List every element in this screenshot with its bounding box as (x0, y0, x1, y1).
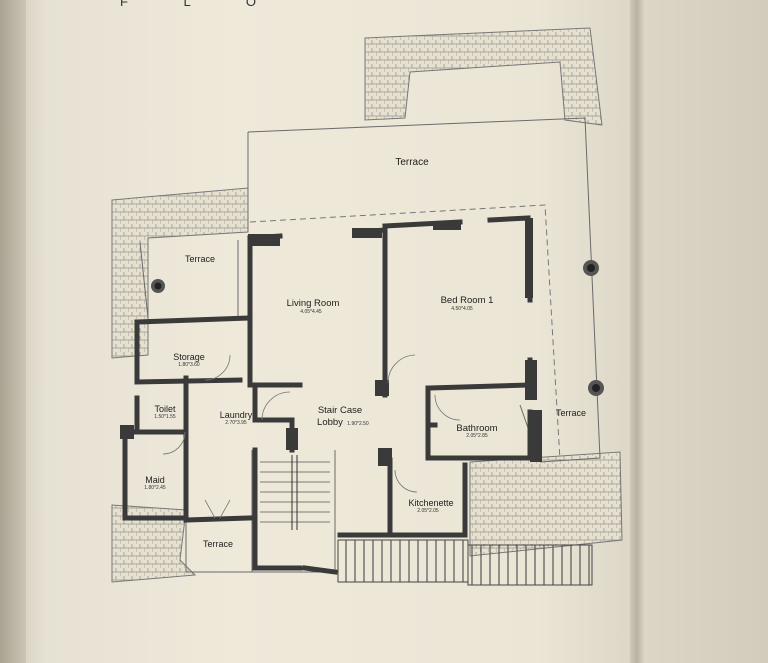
room-maid: Maid 1.80*2.45 (144, 475, 166, 491)
room-terrace-top: Terrace (395, 157, 429, 168)
svg-text:Terrace: Terrace (185, 254, 215, 264)
drain-icon (151, 260, 604, 396)
room-storage: Storage 1.80*3.60 (173, 352, 205, 368)
room-terrace-bottom: Terrace (203, 539, 233, 549)
svg-text:Laundry: Laundry (220, 410, 253, 420)
room-bed-room-1: Bed Room 1 4.50*4.05 (441, 295, 494, 312)
room-kitchenette: Kitchenette 2.05*2.05 (408, 498, 453, 514)
room-living-room: Living Room 4.05*4.45 (287, 298, 340, 315)
svg-text:Living Room: Living Room (287, 298, 340, 309)
room-toilet: Toilet 1.50*1.55 (154, 404, 176, 420)
room-laundry: Laundry 2.70*3.95 (220, 410, 253, 426)
svg-text:1.50*1.55: 1.50*1.55 (154, 414, 176, 420)
svg-text:Terrace: Terrace (556, 408, 586, 418)
svg-text:1.80*3.60: 1.80*3.60 (178, 362, 200, 368)
terrace-outline-top (247, 117, 601, 463)
railing-bottom-right (467, 544, 593, 586)
railing-bottom (337, 539, 469, 583)
planter-left (111, 187, 249, 359)
svg-text:4.50*4.05: 4.50*4.05 (451, 306, 473, 312)
svg-text:Toilet: Toilet (154, 404, 176, 414)
page-header-text: F L O (120, 0, 283, 9)
svg-text:Bed Room 1: Bed Room 1 (441, 295, 494, 306)
svg-text:2.70*3.95: 2.70*3.95 (225, 420, 247, 426)
planter-bottom-left (111, 504, 197, 583)
svg-text:Maid: Maid (145, 475, 165, 485)
svg-text:1.90*2.50: 1.90*2.50 (347, 421, 369, 427)
svg-text:4.05*4.45: 4.05*4.45 (300, 309, 322, 315)
svg-text:1.80*2.45: 1.80*2.45 (144, 485, 166, 491)
room-bathroom: Bathroom 2.05*2.85 (456, 423, 497, 439)
svg-text:Bathroom: Bathroom (456, 423, 497, 434)
svg-text:2.05*2.85: 2.05*2.85 (466, 433, 488, 439)
svg-text:Terrace: Terrace (203, 539, 233, 549)
svg-text:Terrace: Terrace (395, 157, 429, 168)
planter-top (364, 27, 603, 126)
svg-text:Kitchenette: Kitchenette (408, 498, 453, 508)
svg-text:2.05*2.05: 2.05*2.05 (417, 508, 439, 514)
svg-text:Storage: Storage (173, 352, 205, 362)
room-terrace-right: Terrace (556, 408, 586, 418)
planter-right (469, 451, 623, 557)
page-edge (0, 0, 26, 663)
book-gutter (630, 0, 644, 663)
room-terrace-left: Terrace (185, 254, 215, 264)
